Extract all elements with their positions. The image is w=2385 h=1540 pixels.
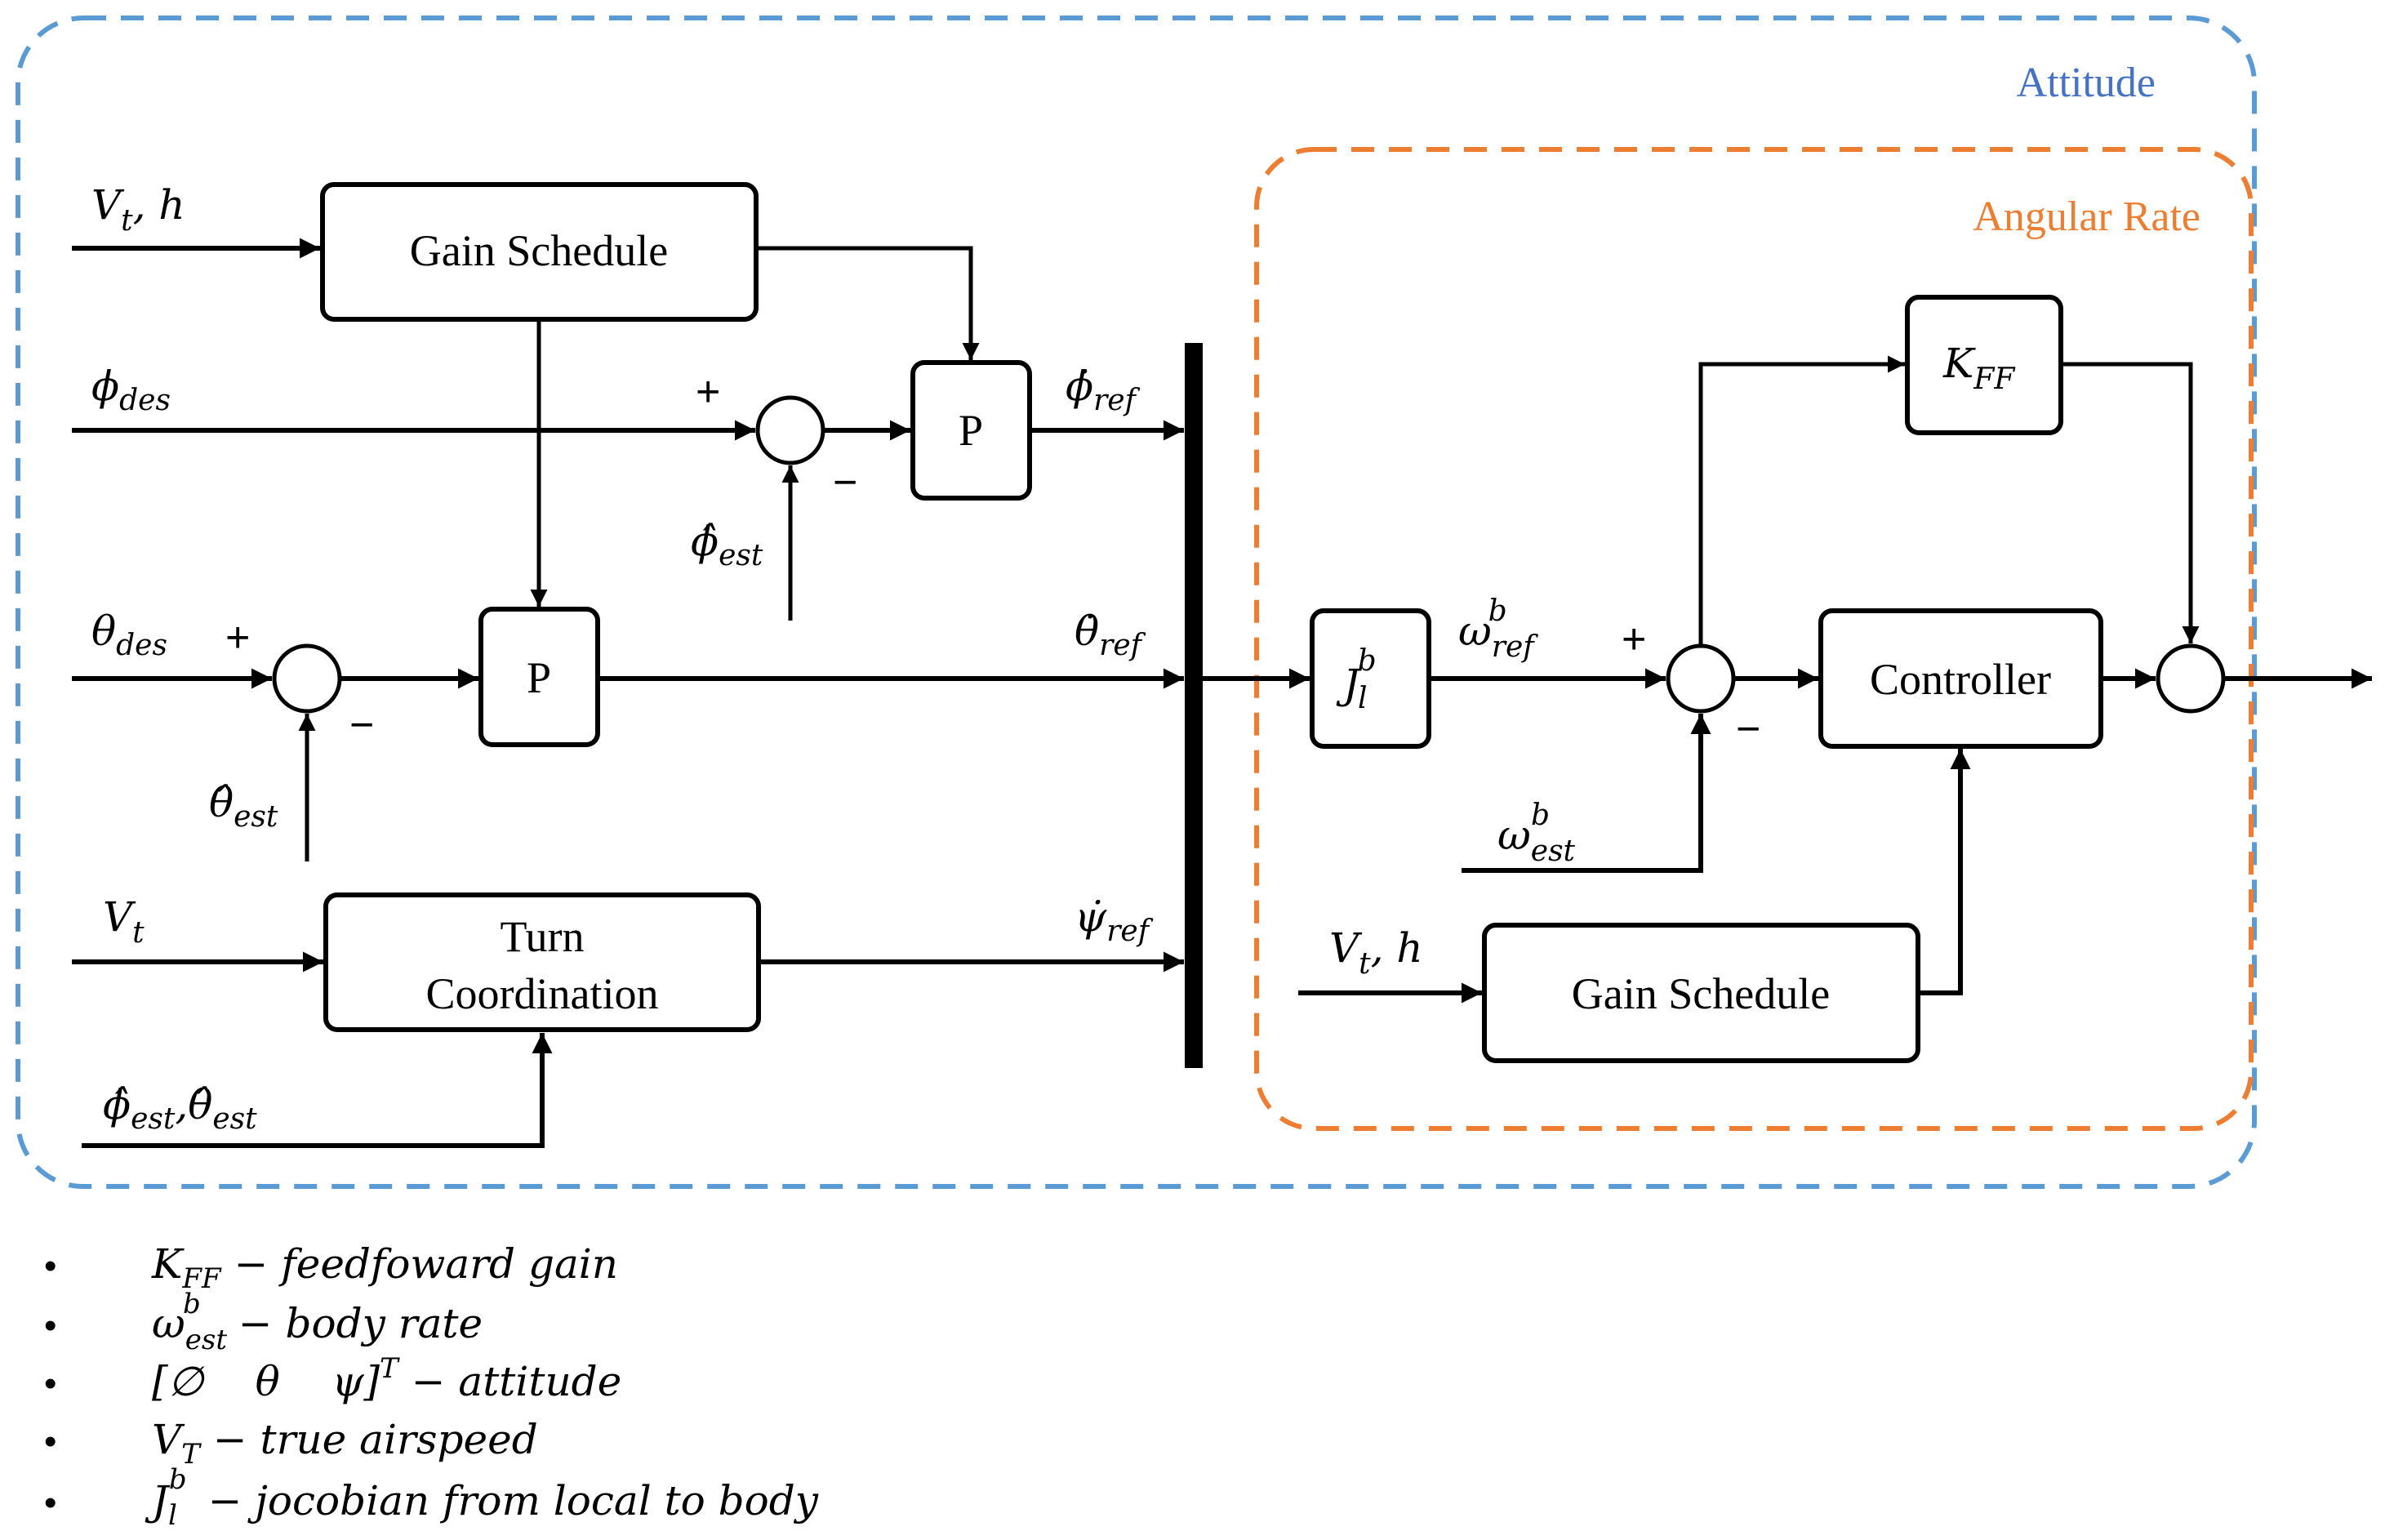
roll-plus-sign: + xyxy=(696,368,720,416)
phi-theta-est-label: ϕ̂est,θ̂est xyxy=(103,1081,257,1136)
vt-h-label: Vt, h xyxy=(91,181,185,238)
legend-item: • KFF − feedfoward gain xyxy=(44,1240,618,1295)
gain-schedule-attitude-label: Gain Schedule xyxy=(410,226,668,275)
legend-item: • Jlb − jocobian from local to body xyxy=(44,1463,819,1532)
legend-item: • ωestb − body rate xyxy=(44,1288,483,1356)
phi-dot-ref-label: ϕ̇ref xyxy=(1066,363,1141,417)
angular-rate-group-border xyxy=(1254,147,2254,1131)
svg-text:•: • xyxy=(44,1246,56,1286)
svg-text:Jlb − jocobian from local to b: Jlb − jocobian from local to body xyxy=(145,1463,819,1532)
svg-text:•: • xyxy=(44,1422,56,1462)
vt-h-rate-label: Vt, h xyxy=(1329,924,1423,981)
attitude-group-title: Attitude xyxy=(2017,60,2156,106)
gain-schedule-rate-block: Gain Schedule xyxy=(1482,923,1920,1063)
theta-est-label: θ̂est xyxy=(209,779,278,834)
controller-label: Controller xyxy=(1870,655,2051,704)
kff-label: KFF xyxy=(1942,340,2016,396)
vt-label: Vt xyxy=(103,893,145,950)
gain-schedule-attitude-block: Gain Schedule xyxy=(320,182,759,322)
attitude-group-border xyxy=(16,16,2257,1189)
phi-theta-est-input-wire xyxy=(82,1033,553,1148)
kff-to-output-sum-wire xyxy=(2061,362,2200,643)
turn-coordination-label-line2: Coordination xyxy=(426,969,659,1018)
theta-dot-ref-label: θ̇ref xyxy=(1075,608,1146,662)
omega-est-feedback-wire xyxy=(1462,714,1711,873)
svg-text:•: • xyxy=(44,1364,56,1404)
gain-schedule-to-p-roll-wire xyxy=(756,246,980,360)
turn-coordination-block: Turn Coordination xyxy=(323,892,761,1032)
pitch-summing-junction xyxy=(272,643,342,714)
p-pitch-block: P xyxy=(478,607,600,747)
legend: • KFF − feedfoward gain • ωestb − body r… xyxy=(44,1240,819,1532)
feedforward-branch-wire xyxy=(1698,355,1905,646)
roll-summing-junction xyxy=(755,395,825,465)
output-summing-junction xyxy=(2156,643,2226,714)
roll-minus-sign: − xyxy=(833,459,857,506)
rate-minus-sign: − xyxy=(1736,705,1760,753)
kff-block: KFF xyxy=(1905,295,2063,435)
controller-block: Controller xyxy=(1818,608,2103,749)
phi-des-label: ϕdes xyxy=(91,363,171,417)
pitch-minus-sign: − xyxy=(349,701,374,749)
rate-plus-sign: + xyxy=(1622,616,1646,663)
legend-item: • [∅ θ ψ]T − attitude xyxy=(44,1352,621,1405)
jacobian-block: Jlb xyxy=(1310,608,1431,749)
psi-dot-ref-label: ψ̇ref xyxy=(1075,893,1154,948)
svg-text:KFF − feedfoward gain: KFF − feedfoward gain xyxy=(151,1240,618,1295)
svg-text:VT − true airspeed: VT − true airspeed xyxy=(152,1416,538,1471)
p-roll-block: P xyxy=(910,360,1032,501)
p-pitch-label: P xyxy=(527,653,551,702)
turn-coordination-label-line1: Turn xyxy=(500,912,584,961)
svg-text:•: • xyxy=(44,1306,56,1346)
svg-text:[∅ θ ψ]T − attitude: [∅ θ ψ]T − attitude xyxy=(152,1352,621,1405)
mux-bus-bar xyxy=(1185,343,1203,1068)
legend-item: • VT − true airspeed xyxy=(44,1416,538,1471)
p-roll-label: P xyxy=(959,406,983,455)
pitch-plus-sign: + xyxy=(225,614,250,661)
angular-rate-group-title: Angular Rate xyxy=(1973,194,2200,240)
gain-schedule-to-controller-wire xyxy=(1918,749,1971,995)
svg-text:•: • xyxy=(44,1483,56,1523)
omega-ref-label: ωrefb xyxy=(1458,594,1538,664)
phi-est-label: ϕ̂est xyxy=(691,518,763,572)
gain-schedule-rate-label: Gain Schedule xyxy=(1572,969,1830,1018)
rate-summing-junction xyxy=(1666,643,1736,714)
theta-des-label: θdes xyxy=(91,608,167,662)
omega-est-label: ωestb xyxy=(1497,799,1576,868)
svg-text:ωestb − body rate: ωestb − body rate xyxy=(152,1288,483,1356)
